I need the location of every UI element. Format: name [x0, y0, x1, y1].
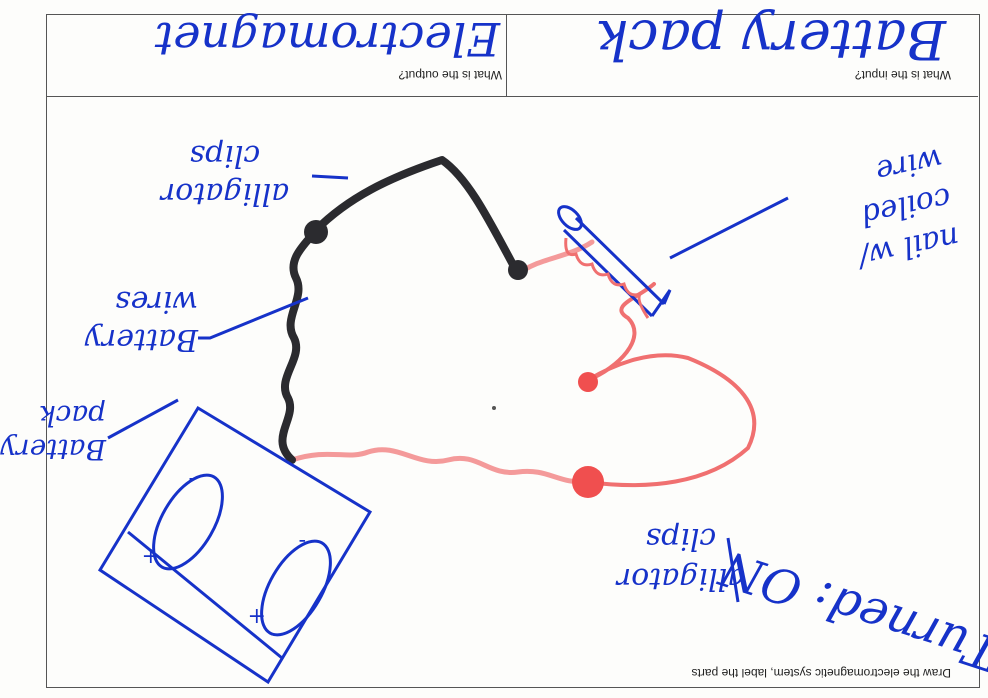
- black-wire: [278, 156, 522, 464]
- clip-red-mid: [578, 372, 598, 392]
- cell1-minus: -: [298, 529, 306, 554]
- nail-with-coil: [557, 205, 672, 319]
- column-divider: [506, 14, 507, 96]
- clip-black-left: [304, 220, 328, 244]
- header-divider: [46, 96, 978, 97]
- battery-pack: [97, 174, 789, 685]
- worksheet-border: [46, 14, 980, 688]
- red-wire-lower: [289, 447, 591, 485]
- red-wire-loop: [586, 282, 757, 488]
- cell1-plus: +: [247, 603, 266, 628]
- cell2-plus: +: [141, 543, 160, 568]
- clip-black-right: [508, 260, 528, 280]
- cell2-minus: -: [188, 467, 196, 492]
- center-dot: [492, 406, 496, 410]
- clip-red-bottom: [572, 466, 604, 498]
